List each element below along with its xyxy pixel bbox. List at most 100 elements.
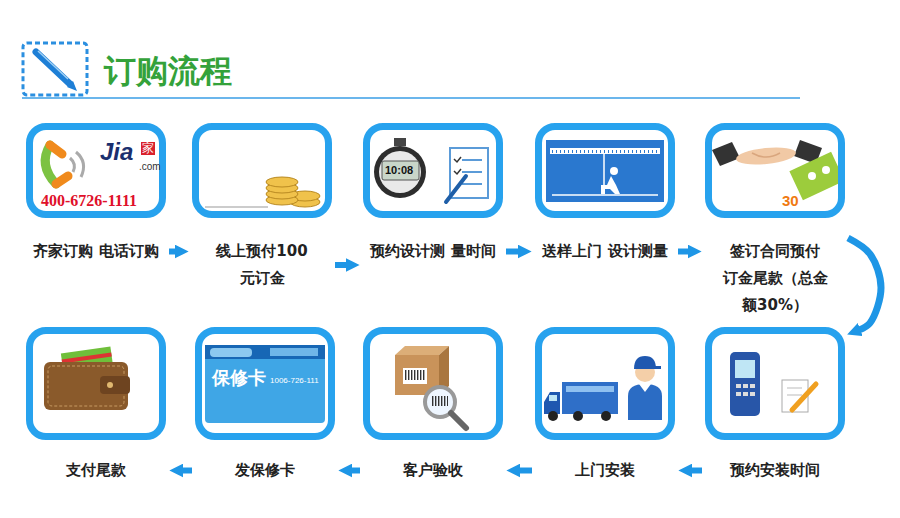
page-title: 订购流程 (104, 50, 232, 94)
step-node: 上门安装 (535, 327, 675, 484)
handshake-icon-part (735, 145, 796, 167)
warranty-card-icon-part (270, 348, 318, 356)
pen-icon-part (23, 43, 87, 95)
stopwatch-icon-part (394, 138, 406, 146)
mobile-icon-part (735, 360, 755, 378)
phone-icon (45, 145, 83, 184)
truck-icon-part (566, 386, 614, 392)
pen-icon-part (36, 52, 70, 84)
stopwatch-icon-part (382, 161, 419, 180)
measuring-icon-part (546, 140, 664, 202)
installer-icon-part (639, 384, 651, 392)
measuring-icon-part (550, 148, 660, 154)
truck-icon-part (562, 382, 618, 414)
measuring-icon-part (552, 194, 658, 196)
step-node: 支付尾款 (26, 327, 166, 484)
measuring-icon-part (550, 148, 660, 154)
handshake-icon (712, 140, 845, 200)
step-box (26, 327, 166, 440)
mobile-icon-part (743, 392, 748, 396)
step-caption: 上门安装 (535, 457, 675, 484)
stopwatch-icon (374, 138, 426, 198)
truck-icon-part (548, 411, 558, 421)
parcel-icon-part (451, 413, 466, 428)
measuring-icon-part (610, 167, 618, 175)
coupon-number: 30 (782, 193, 799, 210)
truck-icon-part (544, 392, 560, 414)
installer-icon-part (628, 384, 662, 420)
step-box (363, 327, 503, 440)
pen-icon-part (38, 51, 68, 79)
pen-icon (23, 43, 87, 95)
mobile-icon-part (736, 384, 741, 388)
logo-domain: .com (139, 161, 161, 172)
mobile-icon-part (787, 395, 802, 396)
step-caption: 支付尾款 (26, 457, 166, 484)
step-node: 客户验收 (363, 327, 503, 484)
flow-arrow (182, 468, 192, 474)
warranty-card-icon-part (205, 345, 325, 423)
handshake-icon-part (752, 153, 780, 157)
handshake-icon-part (808, 172, 816, 180)
mobile-icon-part (736, 392, 741, 396)
truck-icon-part (573, 411, 583, 421)
truck-icon-part (549, 395, 557, 401)
flow-arrow (678, 249, 689, 255)
checklist-icon-part (462, 183, 482, 185)
stopwatch-icon-part (374, 146, 426, 198)
flow-arrow (351, 468, 360, 474)
checklist-icon-part (462, 159, 482, 161)
flow-arrow (691, 468, 702, 474)
mobile-icon-part (792, 384, 816, 410)
step-node: 预约安装时间 (705, 327, 845, 484)
coins-icon-part (266, 177, 298, 187)
phone-icon-part (56, 176, 68, 184)
step-caption: 签订合同预付 订金尾款（总金 额30%） (705, 238, 845, 319)
step-caption: 客户验收 (363, 457, 503, 484)
step-caption: 预约安装时间 (705, 457, 845, 484)
step-caption: 齐家订购 电话订购 (26, 238, 166, 265)
measuring-icon (546, 140, 664, 202)
checklist-icon (446, 148, 488, 202)
step-caption: 线上预付100 元订金 (192, 238, 332, 292)
phone-number: 400-6726-1111 (41, 192, 137, 210)
stopwatch-time: 10:08 (385, 164, 413, 176)
card-title: 保修卡 (212, 368, 266, 388)
mobile-icon-part (750, 392, 755, 396)
checklist-icon-part (454, 157, 461, 174)
wallet-icon-part (48, 366, 124, 406)
parcel-icon (395, 346, 466, 428)
flow-arrow (848, 238, 881, 330)
card-phone: 1006-726-111 (270, 377, 319, 386)
checklist-icon-part (462, 171, 482, 173)
flow-arrow (335, 262, 347, 268)
step-caption: 送样上门 设计测量 (535, 238, 675, 265)
coins-icon (205, 177, 320, 207)
step-caption: 发保修卡 (195, 457, 335, 484)
step-box (535, 123, 675, 218)
phone-icon-part (70, 158, 74, 172)
mobile-icon-part (743, 384, 748, 388)
step-node: 预约设计测 量时间 (363, 123, 503, 265)
step-node: 送样上门 设计测量 (535, 123, 675, 265)
step-caption: 预约设计测 量时间 (363, 238, 503, 265)
pen-icon-part (67, 81, 77, 91)
stopwatch-icon-part (379, 151, 421, 193)
parcel-icon-part (403, 368, 427, 384)
checklist-icon-part (446, 176, 466, 202)
step-box (705, 123, 845, 218)
logo-mark: 家 (141, 142, 155, 155)
wallet-icon-part (62, 353, 112, 364)
warranty-card-icon (205, 345, 325, 423)
warranty-card-icon-part (210, 348, 252, 357)
parcel-icon-part (432, 396, 448, 406)
mobile-icon-part (750, 384, 755, 388)
step-box (192, 123, 332, 218)
handshake-icon-part (712, 142, 740, 166)
flow-arrow (169, 249, 176, 255)
installer-icon-part (652, 366, 661, 369)
truck-icon (544, 382, 618, 421)
mobile-icon-part (730, 352, 760, 416)
step-box (363, 123, 503, 218)
flow-arrow (519, 468, 532, 474)
